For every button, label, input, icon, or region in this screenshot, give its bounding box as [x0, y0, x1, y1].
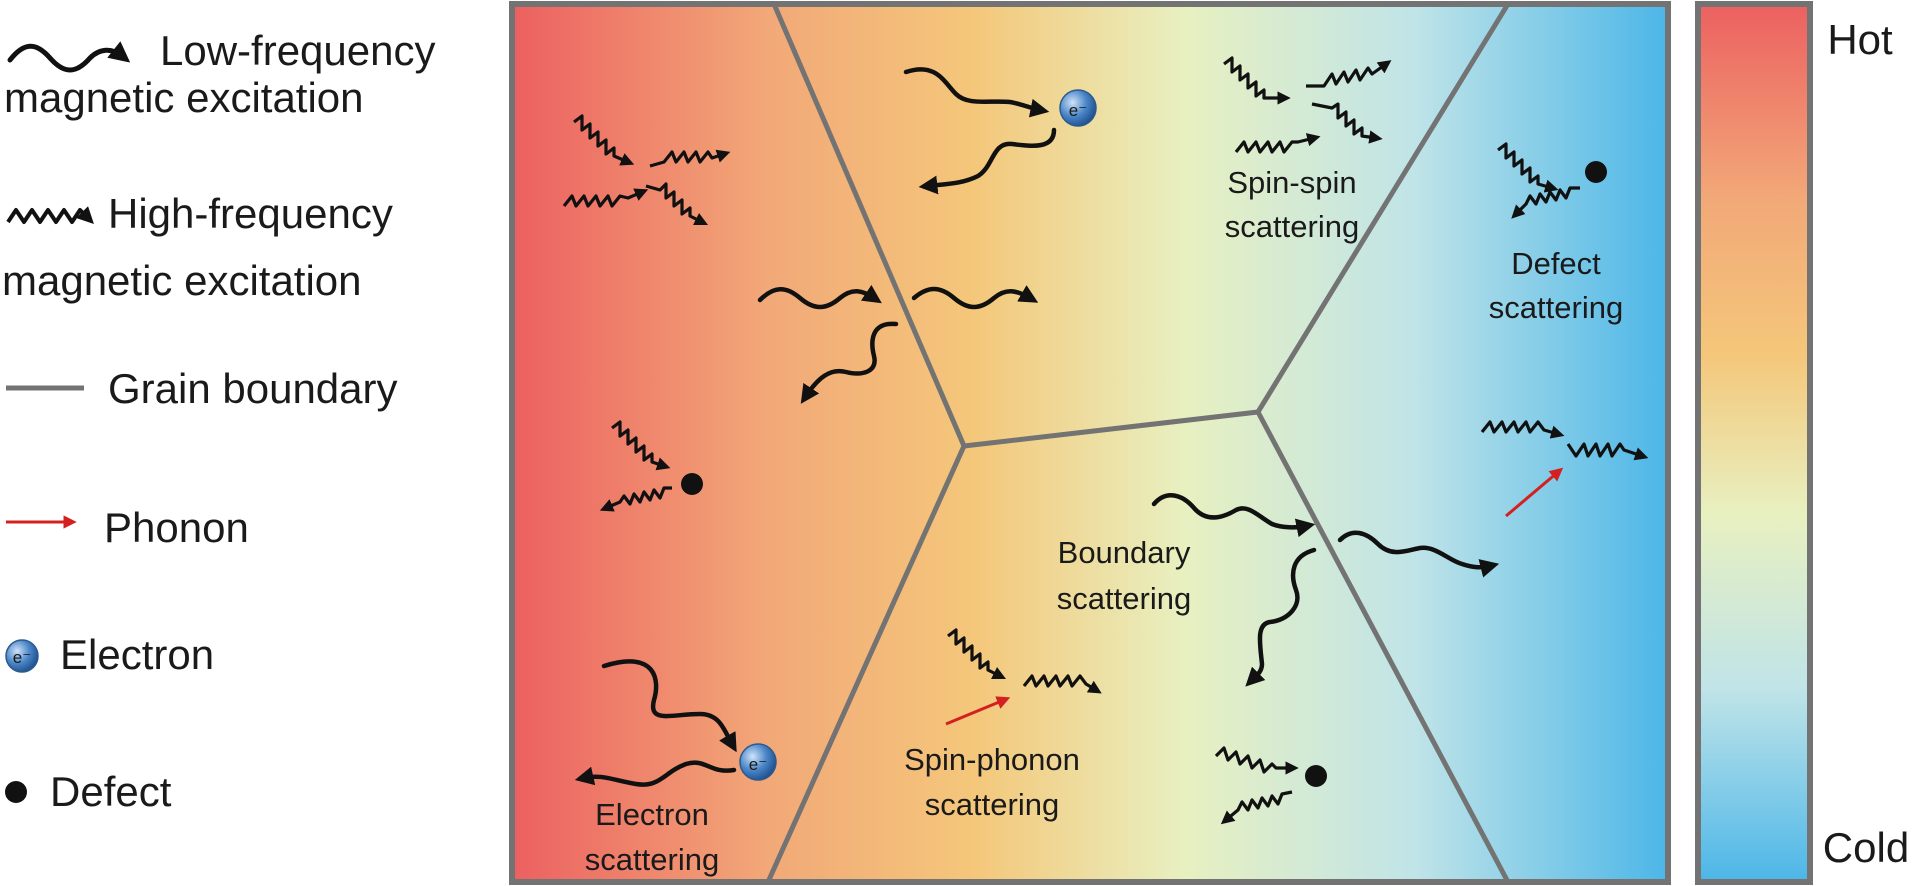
defect-event-lower [1214, 746, 1327, 825]
spin-phonon-event-right [1480, 420, 1649, 518]
electron-event [574, 659, 777, 787]
defect-icon [1305, 765, 1327, 787]
high-frequency-wave-icon [1220, 790, 1293, 825]
spin-spin-scattering-label-1: Spin-spin [1227, 165, 1356, 200]
low-frequency-wave-icon [601, 659, 737, 753]
electron-scattering-label-2: scattering [585, 842, 719, 877]
legend-high-frequency-label-2: magnetic excitation [2, 257, 362, 304]
electron-icon [1059, 89, 1097, 127]
low-frequency-wave-icon [1151, 493, 1316, 538]
boundary-crossing-upper [757, 284, 1039, 404]
legend-low-frequency: Low-frequency magnetic excitation [4, 27, 435, 121]
electron-icon [739, 743, 777, 781]
boundary-crossing-lower [1151, 493, 1500, 687]
phonon-arrow-icon [945, 696, 1011, 726]
spin-spin-scattering-label-2: scattering [1225, 209, 1359, 244]
grain-boundary-center [961, 409, 1261, 449]
high-frequency-wave-icon [1223, 56, 1291, 105]
legend-phonon: Phonon [6, 504, 249, 551]
high-frequency-wave-icon [562, 188, 649, 208]
defect-event-left [599, 420, 703, 512]
low-frequency-wave-icon [800, 321, 899, 404]
boundary-scattering-label-2: scattering [1057, 581, 1191, 616]
electron-scattering-label-1: Electron [595, 797, 709, 832]
high-frequency-wave-icon [649, 149, 731, 168]
grain-boundary-right [1255, 1, 1511, 885]
electron-icon [5, 639, 39, 673]
high-frequency-wave-icon [1214, 746, 1299, 775]
defect-scattering-label-2: scattering [1489, 290, 1623, 325]
high-frequency-wave-icon [1511, 186, 1580, 219]
spin-phonon-event [945, 628, 1102, 726]
electron-icon-symbol: e⁻ [1069, 101, 1087, 120]
temperature-color-scale: Hot Cold [1695, 1, 1909, 885]
defect-icon [681, 473, 703, 495]
legend-electron: e⁻ Electron [5, 631, 214, 678]
spin-phonon-scattering-label-1: Spin-phonon [904, 742, 1080, 777]
legend-high-frequency-label-1: High-frequency [108, 190, 393, 237]
scale-hot-label: Hot [1827, 16, 1893, 63]
high-frequency-wave-icon [1234, 133, 1321, 154]
legend-electron-label: Electron [60, 631, 214, 678]
boundary-scattering-label-1: Boundary [1058, 535, 1191, 570]
legend-defect-label: Defect [50, 768, 172, 815]
high-frequency-wave-icon [645, 182, 709, 226]
high-frequency-wave-icon [1022, 674, 1102, 694]
legend-high-frequency: High-frequency magnetic excitation [2, 190, 393, 304]
legend-low-frequency-label-1: Low-frequency [160, 27, 435, 74]
defect-scattering-label-1: Defect [1511, 246, 1601, 281]
low-frequency-wave-icon [911, 285, 1039, 310]
low-frequency-wave-icon [1245, 547, 1317, 687]
high-frequency-wave-icon [947, 628, 1007, 680]
defect-icon [5, 781, 27, 803]
low-frequency-wave-icon [1337, 530, 1500, 578]
spin-phonon-scattering-label-2: scattering [925, 787, 1059, 822]
color-scale-bar [1695, 1, 1813, 885]
legend-phonon-label: Phonon [104, 504, 249, 551]
temperature-gradient-panel [512, 4, 1668, 882]
high-frequency-wave-icon [599, 486, 672, 512]
phonon-arrow-icon [1505, 467, 1564, 518]
low-frequency-wave-icon [903, 67, 1050, 118]
low-frequency-wave-icon [757, 284, 882, 310]
main-panel: e⁻ Electron scattering e⁻ Spin-spin scat… [509, 1, 1671, 885]
low-frequency-wave-icon [7, 41, 131, 73]
grain-boundaries [765, 1, 1511, 885]
electron-icon-symbol: e⁻ [13, 648, 31, 667]
high-frequency-wave-icon [1306, 60, 1392, 88]
legend-grain-boundary-label: Grain boundary [108, 365, 398, 412]
high-frequency-wave-icon [6, 206, 94, 224]
panel-frame [509, 1, 1671, 885]
legend-low-frequency-label-2: magnetic excitation [4, 74, 364, 121]
high-frequency-wave-icon [1566, 442, 1649, 461]
high-frequency-wave-icon [573, 114, 635, 166]
high-frequency-wave-icon [1311, 102, 1383, 144]
defect-event-right [1497, 142, 1607, 219]
high-frequency-wave-icon [611, 420, 671, 471]
legend: Low-frequency magnetic excitation High-f… [2, 27, 435, 815]
low-frequency-wave-icon [574, 760, 737, 787]
high-frequency-wave-icon [1497, 142, 1559, 193]
low-frequency-wave-icon [918, 127, 1057, 195]
high-frequency-wave-icon [1480, 420, 1565, 439]
scale-cold-label: Cold [1823, 824, 1909, 871]
electron-icon-symbol: e⁻ [749, 755, 767, 774]
defect-icon [1585, 161, 1607, 183]
legend-grain-boundary: Grain boundary [6, 365, 398, 412]
legend-defect: Defect [5, 768, 172, 815]
electron-event-upper [903, 67, 1097, 195]
spin-spin-event-left [562, 114, 731, 226]
spin-spin-event [1223, 56, 1392, 154]
